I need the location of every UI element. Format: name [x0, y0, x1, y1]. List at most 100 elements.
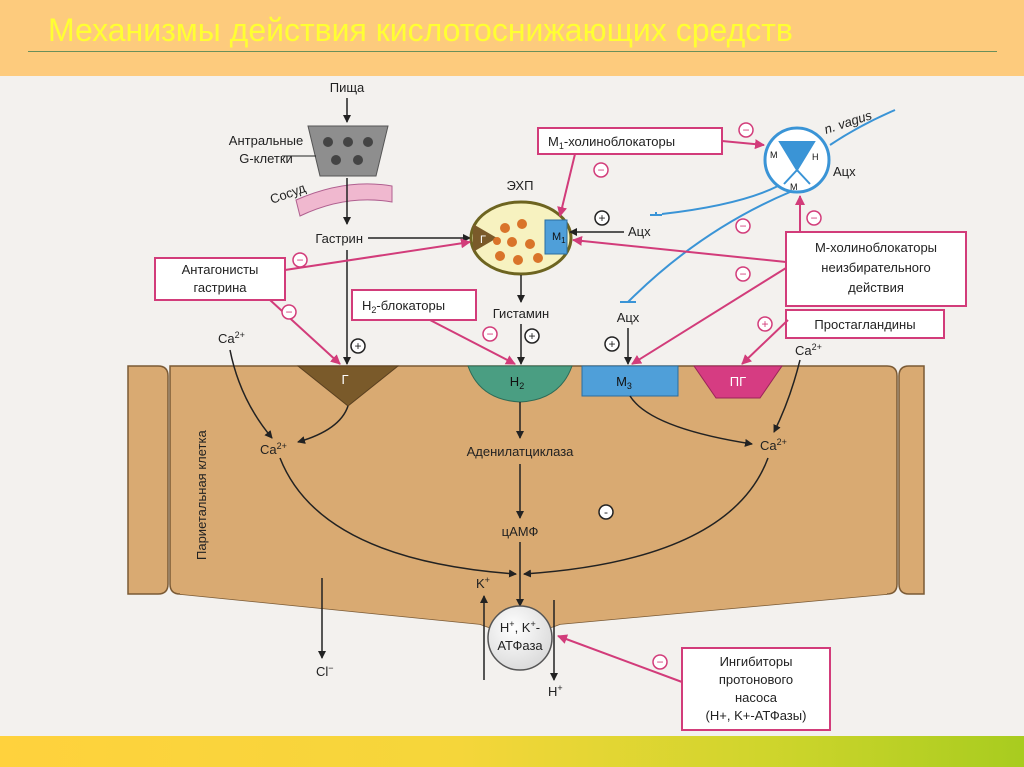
ppi-label-2: протонового — [719, 672, 793, 687]
gastrin-label: Гастрин — [315, 231, 363, 246]
ppi-box — [681, 647, 831, 731]
title-underline — [28, 51, 997, 52]
h2-blockers-label: Н2-блокаторы — [362, 298, 445, 315]
g-cell-granules — [323, 137, 373, 165]
ecl-gastrin-receptor — [473, 224, 497, 252]
receptor-gastrin-label: Г — [341, 372, 348, 387]
svg-text:+: + — [761, 317, 768, 331]
receptor-h2-label: Н2 — [510, 374, 524, 391]
ca-inner-right: Ca2+ — [760, 437, 787, 453]
receptor-h2 — [467, 365, 573, 403]
prostaglandins-label: Простагландины — [814, 317, 915, 332]
svg-text:-: - — [604, 505, 608, 519]
h2-blockers-box — [351, 289, 477, 321]
camp-label: цАМФ — [502, 524, 539, 539]
inhib-nonsel-m3 — [631, 267, 787, 365]
pump-label-2: АТФаза — [497, 638, 543, 653]
ecl-g-label: Г — [480, 234, 486, 246]
blood-vessel — [295, 183, 393, 217]
gastrin-antagonists-label-2: гастрина — [193, 280, 247, 295]
ca-outer-right: Ca2+ — [795, 342, 822, 358]
ganglion-inner — [778, 141, 816, 185]
parietal-cell-fill-lower — [180, 580, 887, 632]
proton-pump — [487, 605, 553, 671]
svg-text:−: − — [296, 253, 303, 267]
cl-ion-label: Cl− — [316, 663, 334, 679]
inhib-ppi — [557, 634, 683, 683]
histamine-granules — [493, 219, 543, 265]
ecl-m1-receptor — [544, 219, 568, 255]
svg-text:+: + — [354, 339, 361, 353]
arrow-ca-right-in — [773, 359, 801, 433]
ganglion-m1-top: М — [770, 150, 778, 160]
svg-text:−: − — [742, 123, 749, 137]
sign-markers: − − + − − + − + + − − − + - — [281, 122, 822, 670]
svg-text:−: − — [739, 219, 746, 233]
svg-text:+: + — [528, 329, 535, 343]
arrow-m3-ca — [629, 395, 753, 447]
ppi-label-4: (H+, K+-АТФазы) — [706, 708, 807, 723]
histamine-label: Гистамин — [493, 306, 550, 321]
svg-text:−: − — [285, 305, 292, 319]
parietal-cell-label: Париетальная клетка — [194, 430, 209, 560]
pump-label-1: Н+, K+- — [500, 619, 540, 635]
arrow-ca-left-in — [229, 349, 273, 439]
title-bar: Механизмы действия кислотоснижающих сред… — [0, 0, 1024, 76]
svg-text:−: − — [486, 327, 493, 341]
stim-pg — [741, 319, 789, 365]
svg-text:−: − — [810, 211, 817, 225]
antral-label-1: Антральные — [229, 133, 303, 148]
ppi-label-1: Ингибиторы — [720, 654, 793, 669]
svg-text:−: − — [597, 163, 604, 177]
n-vagus-fiber — [829, 109, 896, 146]
inhib-gastrin-receptor — [269, 299, 341, 365]
inhib-m1-ganglion — [721, 139, 765, 150]
prostaglandins-box — [785, 309, 945, 339]
receptor-m3 — [581, 365, 679, 397]
inhib-h2 — [429, 319, 516, 365]
ach-ecl-label: Ацх — [628, 224, 651, 239]
food-label: Пища — [330, 80, 365, 95]
gastrin-antagonists-box — [154, 257, 286, 301]
antral-label-2: G-клетки — [239, 151, 293, 166]
m-nonselective-box — [785, 231, 967, 307]
parietal-cell — [169, 365, 898, 608]
adenylate-label: Аденилатциклаза — [467, 444, 575, 459]
svg-text:−: − — [739, 267, 746, 281]
footer-bar — [0, 736, 1024, 767]
arrow-ca-left-pump — [279, 457, 517, 578]
m-nonselective-label-3: действия — [848, 280, 904, 295]
ach-vagus-label: Ацх — [833, 164, 856, 179]
inhib-nonsel-ecl — [572, 235, 787, 263]
antral-g-cells — [307, 125, 389, 177]
slide-title: Механизмы действия кислотоснижающих сред… — [48, 12, 793, 48]
ganglion-m1-left: М — [790, 182, 798, 192]
svg-text:−: − — [656, 655, 663, 669]
ca-outer-left: Ca2+ — [218, 330, 245, 346]
receptor-m3-label: М3 — [616, 374, 632, 391]
inhib-m1-ecl — [557, 153, 576, 217]
ppi-label-3: насоса — [735, 690, 778, 705]
n-vagus-label: n. vagus — [822, 107, 874, 137]
receptor-gastrin — [296, 365, 400, 407]
arrow-ca-right-pump — [523, 457, 769, 578]
m1-blockers-box — [537, 127, 723, 155]
neighbour-cell-right — [898, 365, 925, 595]
nerve-ending-ecl — [650, 212, 662, 216]
h-ion-label: H+ — [548, 683, 563, 699]
ach-m3-label: Ацх — [617, 310, 640, 325]
m-nonselective-label-1: М-холиноблокаторы — [815, 240, 937, 255]
m1-blockers-label: М1-холиноблокаторы — [548, 134, 675, 151]
gastrin-antagonists-label-1: Антагонисты — [182, 262, 259, 277]
fiber-to-m3 — [627, 191, 791, 303]
neighbour-cell-left — [127, 365, 169, 595]
fiber-to-ecl — [661, 185, 779, 215]
ca-inner-left: Ca2+ — [260, 441, 287, 457]
receptor-pg-label: ПГ — [730, 374, 746, 389]
m-nonselective-label-2: неизбирательного — [821, 260, 930, 275]
arrow-g-ca — [297, 405, 349, 444]
ganglion-n: Н — [812, 152, 819, 162]
k-ion-label: K+ — [476, 575, 490, 591]
